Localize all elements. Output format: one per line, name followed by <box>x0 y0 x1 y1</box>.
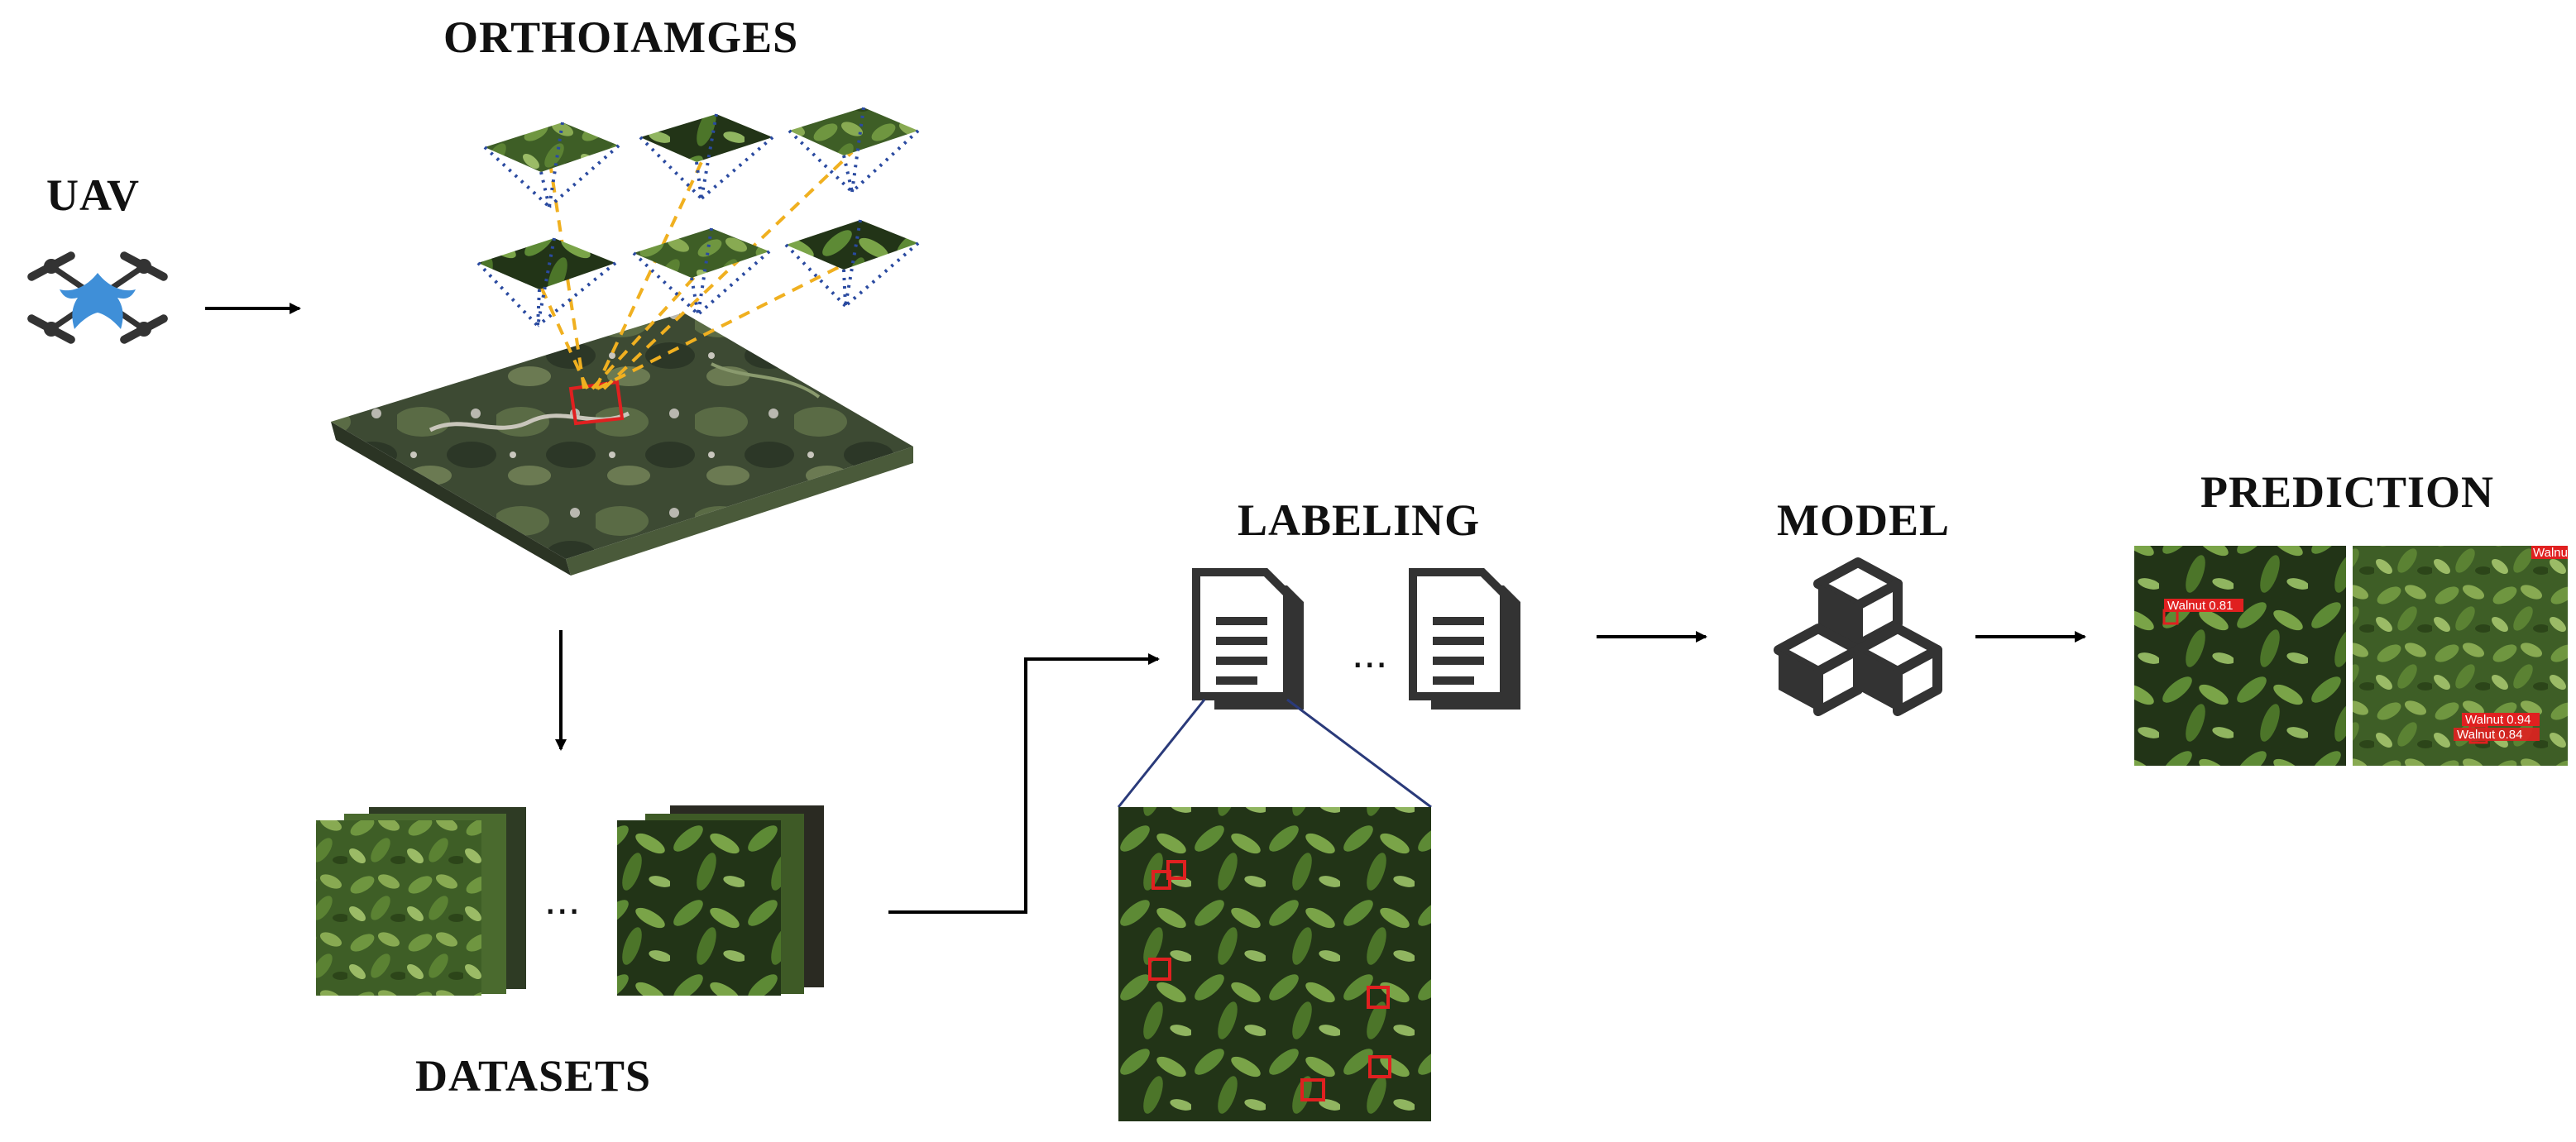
ortho-tile <box>632 227 771 316</box>
prediction-tag: Walnut 0.81 <box>2167 599 2234 613</box>
ortho-tiles <box>476 107 920 327</box>
drone-icon <box>27 251 168 344</box>
labeled-sample-image <box>1118 807 1431 1121</box>
label-bounding-boxes <box>1148 860 1391 1101</box>
tile-guide-lines <box>536 151 854 390</box>
uav-title: UAV <box>46 170 141 220</box>
prediction-tag: Walnut 0.94 <box>2465 713 2531 727</box>
dataset-stack-2 <box>617 805 824 996</box>
prediction-image-right: Walnu Walnut 0.94 Walnut 0.84 <box>2353 546 2568 766</box>
labeling-title: LABELING <box>1238 495 1481 545</box>
ortho-tile <box>476 237 617 327</box>
prediction-tag: Walnu <box>2533 546 2568 560</box>
arrow-datasets-to-labeling <box>888 653 1160 914</box>
orthoimages-title: ORTHOIAMGES <box>443 12 799 62</box>
ortho-tile <box>784 219 920 308</box>
orthomosaic-terrain <box>331 313 913 576</box>
label-file-icon <box>1409 568 1520 710</box>
prediction-title: PREDICTION <box>2200 467 2495 517</box>
model-title: MODEL <box>1777 495 1951 545</box>
labeling-ellipsis: ... <box>1352 629 1388 677</box>
datasets-ellipsis: ... <box>544 876 581 924</box>
zoom-lines <box>1117 698 1432 809</box>
datasets-title: DATASETS <box>415 1051 652 1101</box>
ortho-tile <box>483 122 620 208</box>
model-cubes-icon <box>1774 557 1942 716</box>
label-file-icon <box>1192 568 1304 710</box>
prediction-image-left: Walnut 0.81 <box>2134 546 2346 766</box>
dataset-stack-1 <box>316 807 526 996</box>
prediction-tag: Walnut 0.84 <box>2457 728 2523 742</box>
selected-region-box <box>568 380 625 426</box>
ortho-tile <box>639 113 774 200</box>
ortho-tile <box>788 107 920 194</box>
